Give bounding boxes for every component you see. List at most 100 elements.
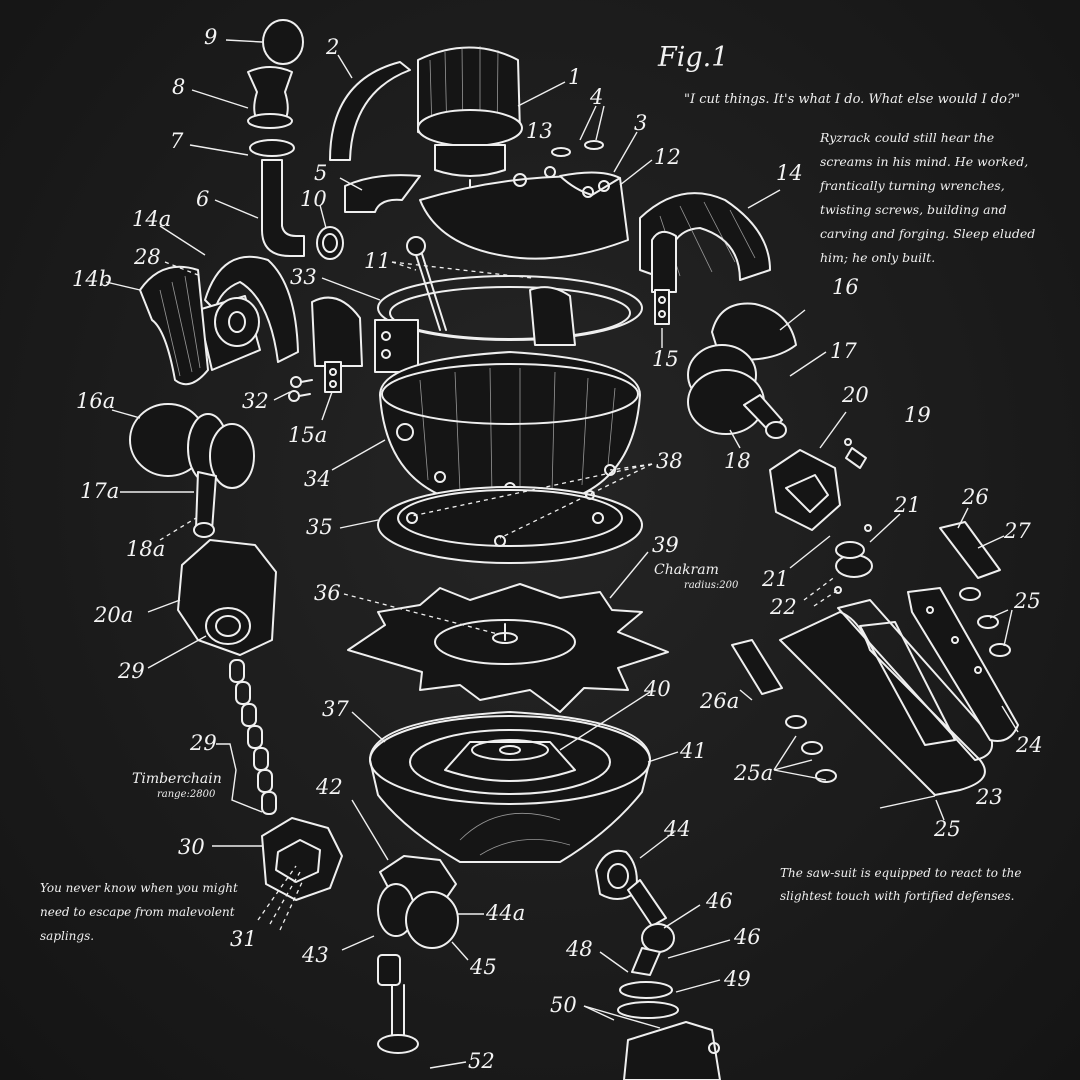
callout-31: 31 <box>230 927 257 951</box>
torso-base-plate-part <box>377 486 643 564</box>
callout-13: 13 <box>526 119 553 143</box>
callout-4: 4 <box>589 85 603 109</box>
leader-lines <box>105 39 1019 1069</box>
callout-24: 24 <box>1015 733 1043 757</box>
escape-note: You never know when you might need to es… <box>40 881 238 943</box>
callout-45: 45 <box>469 955 497 979</box>
callout-32: 32 <box>242 389 269 413</box>
callout-11: 11 <box>364 249 391 273</box>
callout-29-upper: 29 <box>117 659 145 683</box>
callout-36: 36 <box>314 581 341 605</box>
timberchain-part <box>229 659 277 815</box>
hip-housing-part <box>369 711 651 863</box>
callout-14: 14 <box>776 161 803 185</box>
left-shoulder-part <box>139 255 299 386</box>
torso-ring-part <box>374 275 643 373</box>
left-dome-part <box>129 403 255 538</box>
callout-48: 48 <box>565 937 593 961</box>
callout-17: 17 <box>830 339 857 363</box>
callout-18a: 18a <box>126 537 165 561</box>
backrest-part <box>329 61 411 161</box>
callout-25-upper: 25 <box>1013 589 1041 613</box>
chakram-part <box>347 583 669 713</box>
callout-12: 12 <box>654 145 681 169</box>
chakram-name: Chakram <box>654 562 719 578</box>
callout-2: 2 <box>325 35 339 59</box>
left-joint-part <box>177 539 277 656</box>
timberchain-name: Timberchain <box>132 771 222 787</box>
callout-14b: 14b <box>72 267 112 291</box>
seat-part <box>417 46 523 197</box>
callout-1: 1 <box>568 65 581 89</box>
torso-barrel-part <box>379 351 641 497</box>
callout-43: 43 <box>301 943 329 967</box>
callout-16: 16 <box>832 275 859 299</box>
callout-21-lower: 21 <box>761 567 789 591</box>
callout-44: 44 <box>663 817 691 841</box>
callout-34: 34 <box>304 467 331 491</box>
pin-part <box>844 438 867 469</box>
callout-15: 15 <box>652 347 679 371</box>
grapple-part <box>261 817 343 901</box>
callout-52: 52 <box>468 1049 495 1073</box>
callout-29-lower: 29 <box>189 731 217 755</box>
callout-25-lower: 25 <box>933 817 961 841</box>
callout-20: 20 <box>841 383 869 407</box>
callout-19: 19 <box>904 403 931 427</box>
figure-title: Fig.1 <box>658 42 729 73</box>
callout-15a: 15a <box>288 423 327 447</box>
sawsuit-note: The saw-suit is equipped to react to the… <box>780 866 1022 903</box>
callout-3: 3 <box>634 111 647 135</box>
callout-21-upper: 21 <box>893 493 921 517</box>
timberchain-note: Timberchain range:2800 <box>132 772 222 802</box>
callout-18: 18 <box>724 449 751 473</box>
callout-44a: 44a <box>485 901 525 925</box>
callout-9: 9 <box>204 25 217 49</box>
callout-labels: 1 2 4 3 5 6 7 8 9 10 11 12 13 14 14a 14b… <box>72 25 1043 1073</box>
callout-8: 8 <box>172 75 185 99</box>
washers-part <box>834 524 873 594</box>
callout-30: 30 <box>178 835 205 859</box>
callout-27: 27 <box>1003 519 1031 543</box>
callout-16a: 16a <box>76 389 115 413</box>
screws-part <box>288 376 313 402</box>
right-dome-part <box>687 302 797 439</box>
callout-46-lower: 46 <box>733 925 761 949</box>
callout-40: 40 <box>643 677 671 701</box>
callout-25a: 25a <box>733 761 773 785</box>
callout-17a: 17a <box>80 479 119 503</box>
seat-base-part <box>344 174 421 213</box>
callout-35: 35 <box>306 515 333 539</box>
shoulder-plate-part <box>419 166 629 260</box>
callout-6: 6 <box>196 187 209 211</box>
cap-part <box>262 19 304 65</box>
bevel-gear-part <box>444 739 576 782</box>
callout-10: 10 <box>300 187 327 211</box>
callout-50: 50 <box>550 993 577 1017</box>
nozzle-part <box>247 66 293 129</box>
chakram-stat: radius:200 <box>684 580 739 591</box>
callout-5: 5 <box>314 161 327 185</box>
quote-text: "I cut things. It's what I do. What else… <box>684 92 1020 107</box>
callout-39: 39 <box>652 533 679 557</box>
chakram-note: Chakram radius:200 <box>654 563 738 593</box>
right-leg-part <box>595 849 721 1080</box>
bolts-part <box>551 140 604 157</box>
callout-33: 33 <box>290 265 317 289</box>
callout-22: 22 <box>769 595 797 619</box>
callout-7: 7 <box>170 129 184 153</box>
callout-20a: 20a <box>93 603 133 627</box>
coupler-part <box>316 226 344 260</box>
callout-49: 49 <box>723 967 751 991</box>
right-shoulder-part <box>639 192 771 325</box>
callout-38: 38 <box>656 449 683 473</box>
story-text: Ryzrack could still hear the screams in … <box>820 130 1036 265</box>
callout-26: 26 <box>961 485 989 509</box>
callout-23: 23 <box>975 785 1003 809</box>
callout-26a: 26a <box>699 689 739 713</box>
callout-46-upper: 46 <box>705 889 733 913</box>
saw-blade-part <box>731 521 1019 796</box>
right-joint-part <box>769 449 841 531</box>
